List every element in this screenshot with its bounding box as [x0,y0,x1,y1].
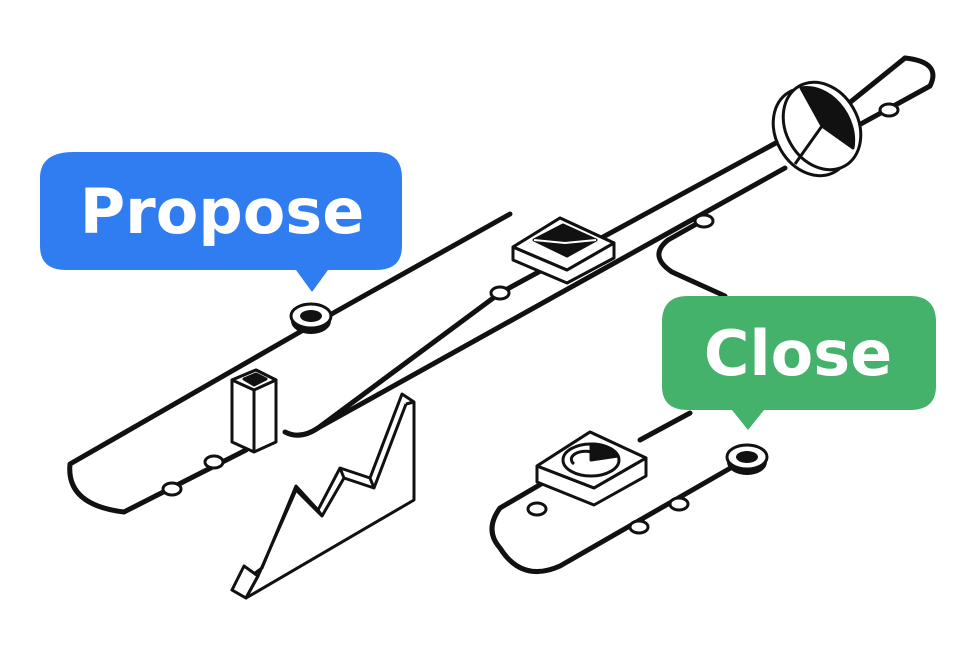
track-node [668,496,690,512]
line-graph-icon [230,392,416,600]
close-bubble: Close [662,296,936,430]
close-target-node [725,443,769,475]
track-node [203,454,225,470]
propose-bubble: Propose [40,152,402,292]
close-label: Close [704,317,892,390]
propose-target-node [289,302,333,334]
track-node [628,519,650,535]
track-node [878,102,900,118]
track-nodes [161,102,900,535]
document-block-icon [230,368,278,454]
track-node [489,285,511,301]
pie-chart-disc-icon [771,80,863,178]
propose-bubble-shape [40,152,402,292]
pie-chart-icon [535,430,648,507]
workflow-tracks [67,55,936,575]
track-node [526,501,548,517]
track-node [693,213,715,229]
envelope-icon [511,216,616,285]
propose-label: Propose [80,175,365,248]
lower-track [489,410,751,575]
close-bubble-shape [662,296,936,430]
branch-track [656,219,728,299]
track-node [161,481,183,497]
